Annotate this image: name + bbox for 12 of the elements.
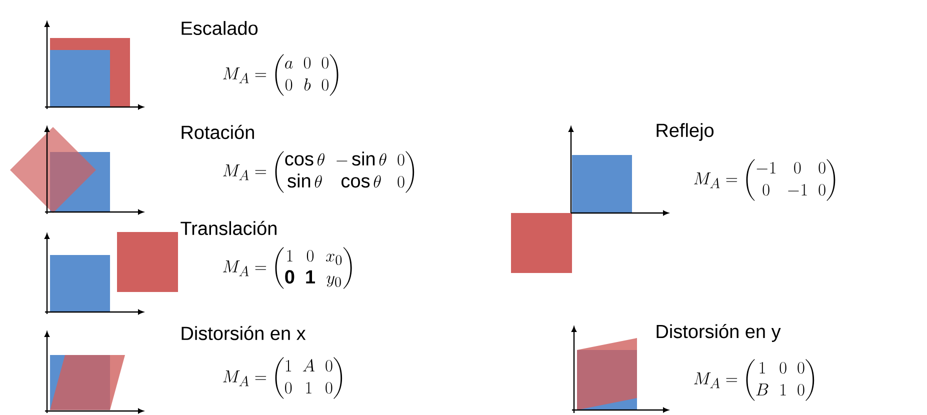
matrix-formula: $M_A = \begin{pmatrix} 1 & 0 & 0 \\ B & 1 & 0 \end{pmatrix}$ [694, 359, 814, 401]
matrix-formula: $M_A = \begin{pmatrix} a & 0 & 0 \\ 0 & b & 0 \end{pmatrix}$ [223, 54, 338, 96]
matrix-formula: $M_A = \begin{pmatrix} 1 & 0 & x_0 \\ \mathbf{0} & \mathbf{1} & y_0 \end{pmatrix}$ [223, 247, 352, 289]
matrix-formula: $M_A = \begin{pmatrix} \cos\theta & -\sin\theta & 0 \\ \sin\theta & \cos\theta & 0 \end{pmatrix}$ [223, 151, 414, 193]
transform-title: Translación [180, 220, 276, 236]
transform-title: Distorsión en y [656, 324, 781, 342]
matrix-formula: $M_A = \begin{pmatrix} 1 & A & 0 \\ 0 & 1 & 0 \end{pmatrix}$ [223, 357, 342, 399]
transform-title: Distorsión en x [182, 326, 306, 340]
transform-title: Escalado [182, 21, 258, 35]
matrix-formula: $M_A = \begin{pmatrix} -1 & 0 & 0 \\ 0 & -1 & 0 \end{pmatrix}$ [694, 159, 836, 201]
transform-title: Rotación [182, 124, 254, 140]
transform-title: Reflejo [656, 123, 714, 141]
